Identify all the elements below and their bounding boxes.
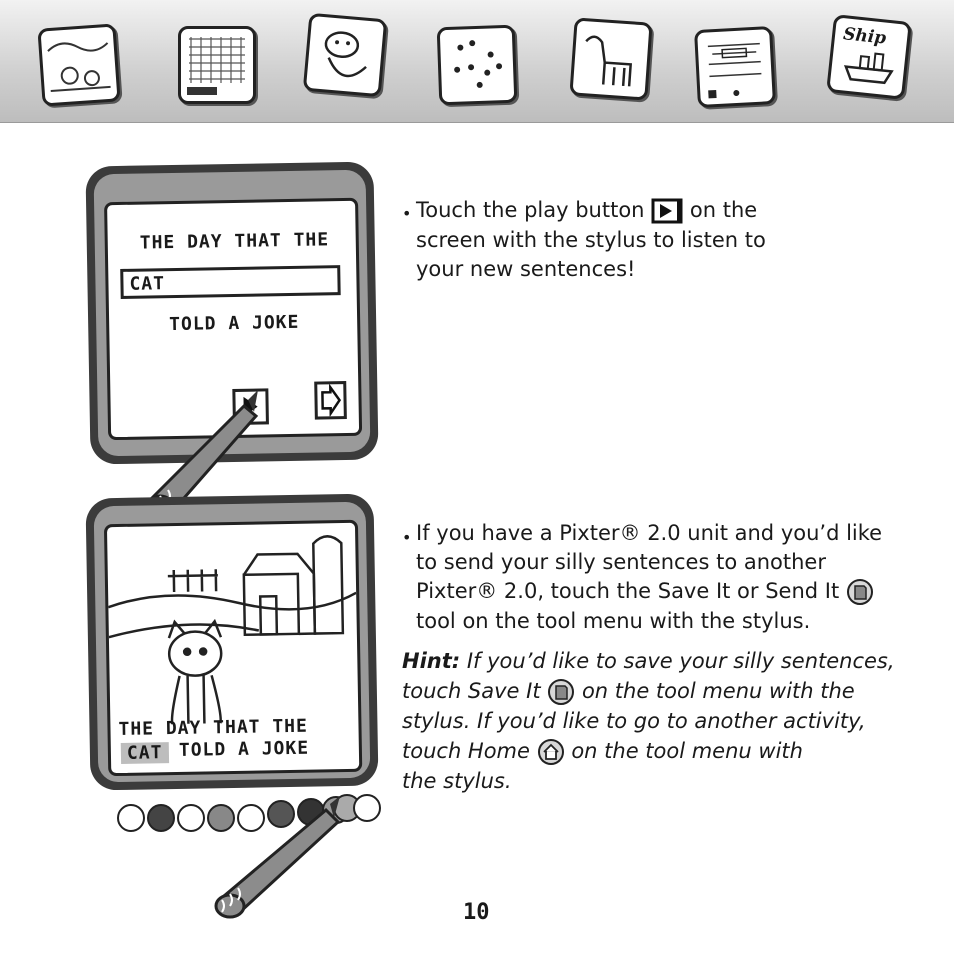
section1-text-before: Touch the play button [416, 198, 645, 222]
goat-drawing [585, 35, 633, 87]
thumb-sentences [694, 26, 776, 108]
pixter-device-picture: THE DAY THAT THE CAT TOLD A JOKE [85, 493, 379, 791]
cow-drawing [324, 31, 367, 78]
hint-text-4a: touch Home [402, 739, 530, 763]
picture-sentence-line-1: THE DAY THAT THE [118, 715, 309, 740]
bullet: • [402, 528, 412, 547]
section1-line-1: Touch the play button on the [416, 196, 757, 226]
section2-line-3: Pixter® 2.0, touch the Save It or Send I… [416, 577, 874, 607]
section2-line-4: tool on the tool menu with the stylus. [416, 609, 811, 633]
home-icon[interactable] [353, 794, 381, 822]
tool-stamp-icon[interactable] [207, 804, 235, 832]
save-send-icon [846, 578, 874, 606]
hint-text-2a: touch Save It [402, 679, 541, 703]
thumb-word-search [178, 26, 256, 104]
hint-line-5: the stylus. [402, 769, 512, 793]
thumbnail-banner: Ship [0, 0, 954, 123]
picture-sentence-line-2: TOLD A JOKE [178, 737, 310, 761]
tool-pen-icon[interactable] [147, 804, 175, 832]
next-arrow-icon[interactable] [314, 381, 347, 420]
ship-drawing [843, 52, 894, 85]
farm-scene-drawing [107, 535, 357, 725]
hint-paragraph: Hint: If you’d like to save your silly s… [402, 646, 902, 796]
picture-sentence-word: CAT [120, 742, 169, 764]
section1-text-after: on the [689, 198, 758, 222]
stylus-icon [214, 796, 341, 919]
hint-text-1: If you’d like to save your silly sentenc… [460, 649, 895, 673]
tool-pencil-icon[interactable] [117, 804, 145, 832]
sentence-line-1: THE DAY THAT THE [139, 229, 330, 254]
section1-line-3: your new sentences! [416, 257, 636, 281]
hint-label: Hint: [402, 649, 461, 673]
page-number: 10 [463, 900, 490, 925]
thumb-dots [436, 24, 518, 106]
hint-line-3: stylus. If you’d like to go to another a… [402, 709, 866, 733]
tool-spiral-icon[interactable] [267, 800, 295, 828]
play-button-icon [651, 198, 683, 224]
thumb-goat [569, 17, 653, 101]
thumb-garden [37, 23, 121, 107]
bullet: • [402, 204, 412, 223]
hint-line-2: touch Save It on the tool menu with the [402, 676, 902, 706]
hint-text-4b: on the tool menu with [564, 739, 803, 763]
dots-drawing [454, 40, 503, 88]
sentence-line-3: TOLD A JOKE [169, 311, 300, 336]
save-send-icon [547, 678, 575, 706]
home-icon [537, 738, 565, 766]
tool-shapes-icon[interactable] [177, 804, 205, 832]
sentence-word: CAT [129, 273, 166, 295]
word-box[interactable]: CAT [120, 265, 341, 299]
hint-line-4: touch Home on the tool menu with [402, 736, 902, 766]
thumb-cow [302, 12, 388, 98]
thumb-ship: Ship [826, 14, 912, 100]
section2-line-1: If you have a Pixter® 2.0 unit and you’d… [416, 521, 883, 545]
tool-brush-icon[interactable] [237, 804, 265, 832]
garden-drawing [47, 42, 111, 93]
section2-line-3-text: Pixter® 2.0, touch the Save It or Send I… [416, 579, 840, 603]
hint-line-1: Hint: If you’d like to save your silly s… [402, 646, 902, 676]
hint-text-2b: on the tool menu with the [575, 679, 855, 703]
section1-line-2: screen with the stylus to listen to [416, 228, 766, 252]
device-screen: THE DAY THAT THE CAT TOLD A JOKE [103, 519, 363, 777]
section2-line-2: to send your silly sentences to another [416, 550, 826, 574]
sentences-drawing [707, 42, 762, 99]
word-grid-drawing [187, 37, 245, 95]
